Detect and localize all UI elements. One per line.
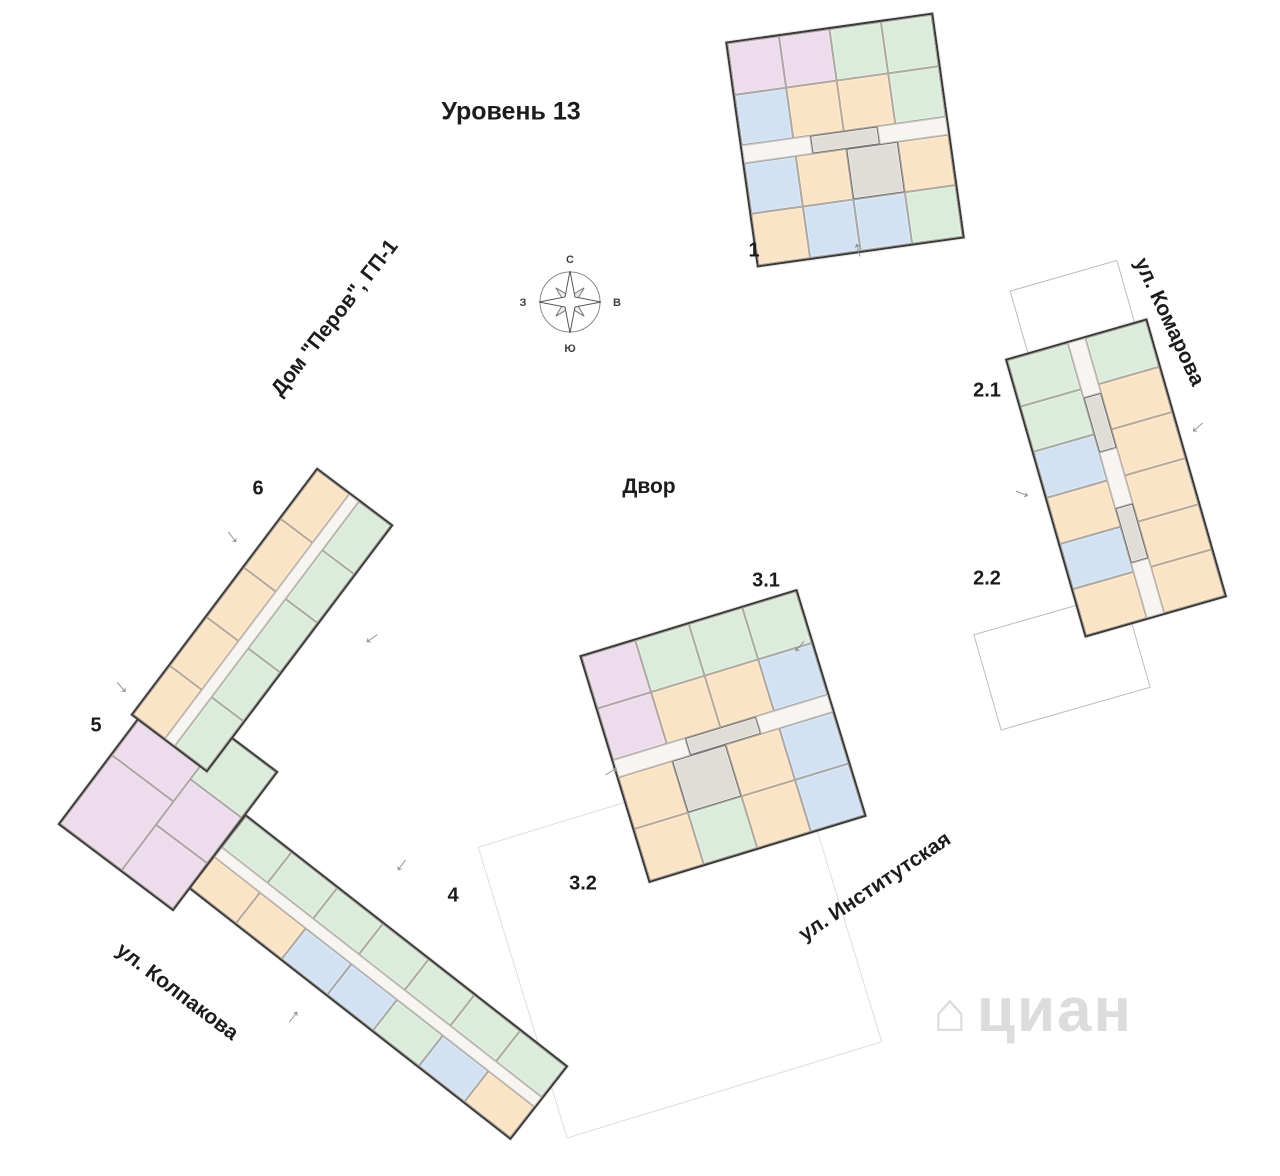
compass-east-label: В [613, 297, 621, 309]
apartment-unit[interactable] [734, 87, 793, 146]
cian-logo-icon: ⌂ [933, 980, 969, 1043]
apartment-unit[interactable] [785, 80, 844, 139]
compass-west-label: З [520, 297, 527, 309]
compass-star-icon [538, 270, 602, 334]
building-label-21: 2.1 [973, 379, 1001, 402]
entrance-arrow-icon: ↑ [1183, 415, 1210, 441]
apartment-unit[interactable] [887, 65, 946, 125]
street-label-kolpakova: ул. Колпакова [111, 938, 243, 1045]
entrance-arrow-icon: ↑ [282, 1002, 307, 1029]
building-1-plan [725, 12, 965, 268]
apartment-unit[interactable] [836, 73, 895, 132]
compass-rose: С В Ю З [520, 254, 621, 355]
apartment-unit[interactable] [778, 29, 837, 88]
apartment-unit[interactable] [897, 134, 956, 193]
apartment-unit[interactable] [880, 14, 939, 74]
building-label-1: 1 [748, 239, 760, 262]
building-label-6: 6 [252, 477, 264, 500]
apartment-unit[interactable] [751, 206, 810, 266]
page-title: Уровень 13 [441, 97, 581, 126]
entrance-arrow-icon: ↑ [388, 853, 413, 880]
entrance-arrow-icon: ↑ [1009, 484, 1038, 504]
watermark-text: циан [976, 976, 1133, 1045]
compass-south-label: Ю [564, 343, 575, 355]
apartment-unit[interactable] [795, 148, 854, 207]
apartment-unit[interactable] [744, 155, 803, 215]
entrance-arrow-icon: ↑ [221, 525, 246, 552]
corridor [165, 494, 359, 746]
project-name: Дом "Перов", ГП-1 [266, 235, 403, 401]
entrance-arrow-icon: ↑ [357, 627, 384, 651]
building-label-31: 3.1 [752, 569, 780, 592]
apartment-unit[interactable] [829, 21, 888, 81]
stair-elevator-core [846, 141, 905, 200]
building-label-5: 5 [90, 714, 102, 737]
unit-row [190, 856, 535, 1138]
courtyard-label: Двор [622, 475, 676, 498]
building-6-plan [130, 467, 394, 773]
watermark: ⌂ циан [933, 975, 1133, 1046]
building-label-4: 4 [447, 884, 459, 907]
building-label-32: 3.2 [569, 872, 597, 895]
entrance-arrow-icon: ↑ [110, 675, 135, 702]
building-label-22: 2.2 [973, 567, 1001, 590]
compass-north-label: С [566, 254, 574, 266]
apartment-unit[interactable] [727, 36, 786, 95]
apartment-unit[interactable] [904, 185, 963, 244]
unit-row [165, 494, 359, 746]
